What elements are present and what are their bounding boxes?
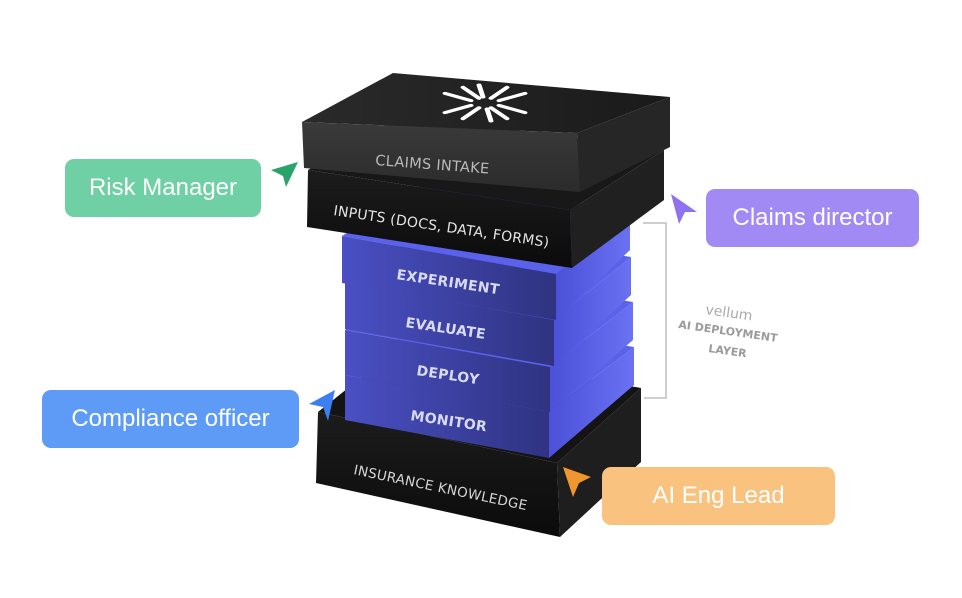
bracket-label-line1: AI DEPLOYMENT: [678, 318, 779, 345]
deployment-layer-bracket: vellum AI DEPLOYMENT LAYER: [643, 222, 779, 399]
role-ai-eng-lead: AI Eng Lead: [602, 467, 835, 525]
layer-claims-intake: CLAIMS INTAKE: [302, 73, 670, 192]
pointer-arrow-icon: [309, 390, 335, 421]
vellum-logo-icon: [442, 83, 528, 123]
bracket-brand-label: vellum: [704, 302, 753, 324]
role-risk-manager: Risk Manager: [65, 159, 261, 217]
pointer-arrow-icon: [271, 162, 298, 187]
role-label-risk-manager: Risk Manager: [88, 174, 238, 201]
bracket-label-line2: LAYER: [708, 342, 748, 360]
pointer-arrow-icon: [563, 467, 591, 497]
role-label-claims-director: Claims director: [732, 204, 893, 231]
pointer-arrow-icon: [671, 194, 697, 224]
role-label-ai-eng-lead: AI Eng Lead: [652, 482, 785, 509]
role-compliance-officer: Compliance officer: [42, 390, 299, 448]
role-claims-director: Claims director: [706, 189, 919, 247]
role-label-compliance-officer: Compliance officer: [71, 405, 270, 432]
